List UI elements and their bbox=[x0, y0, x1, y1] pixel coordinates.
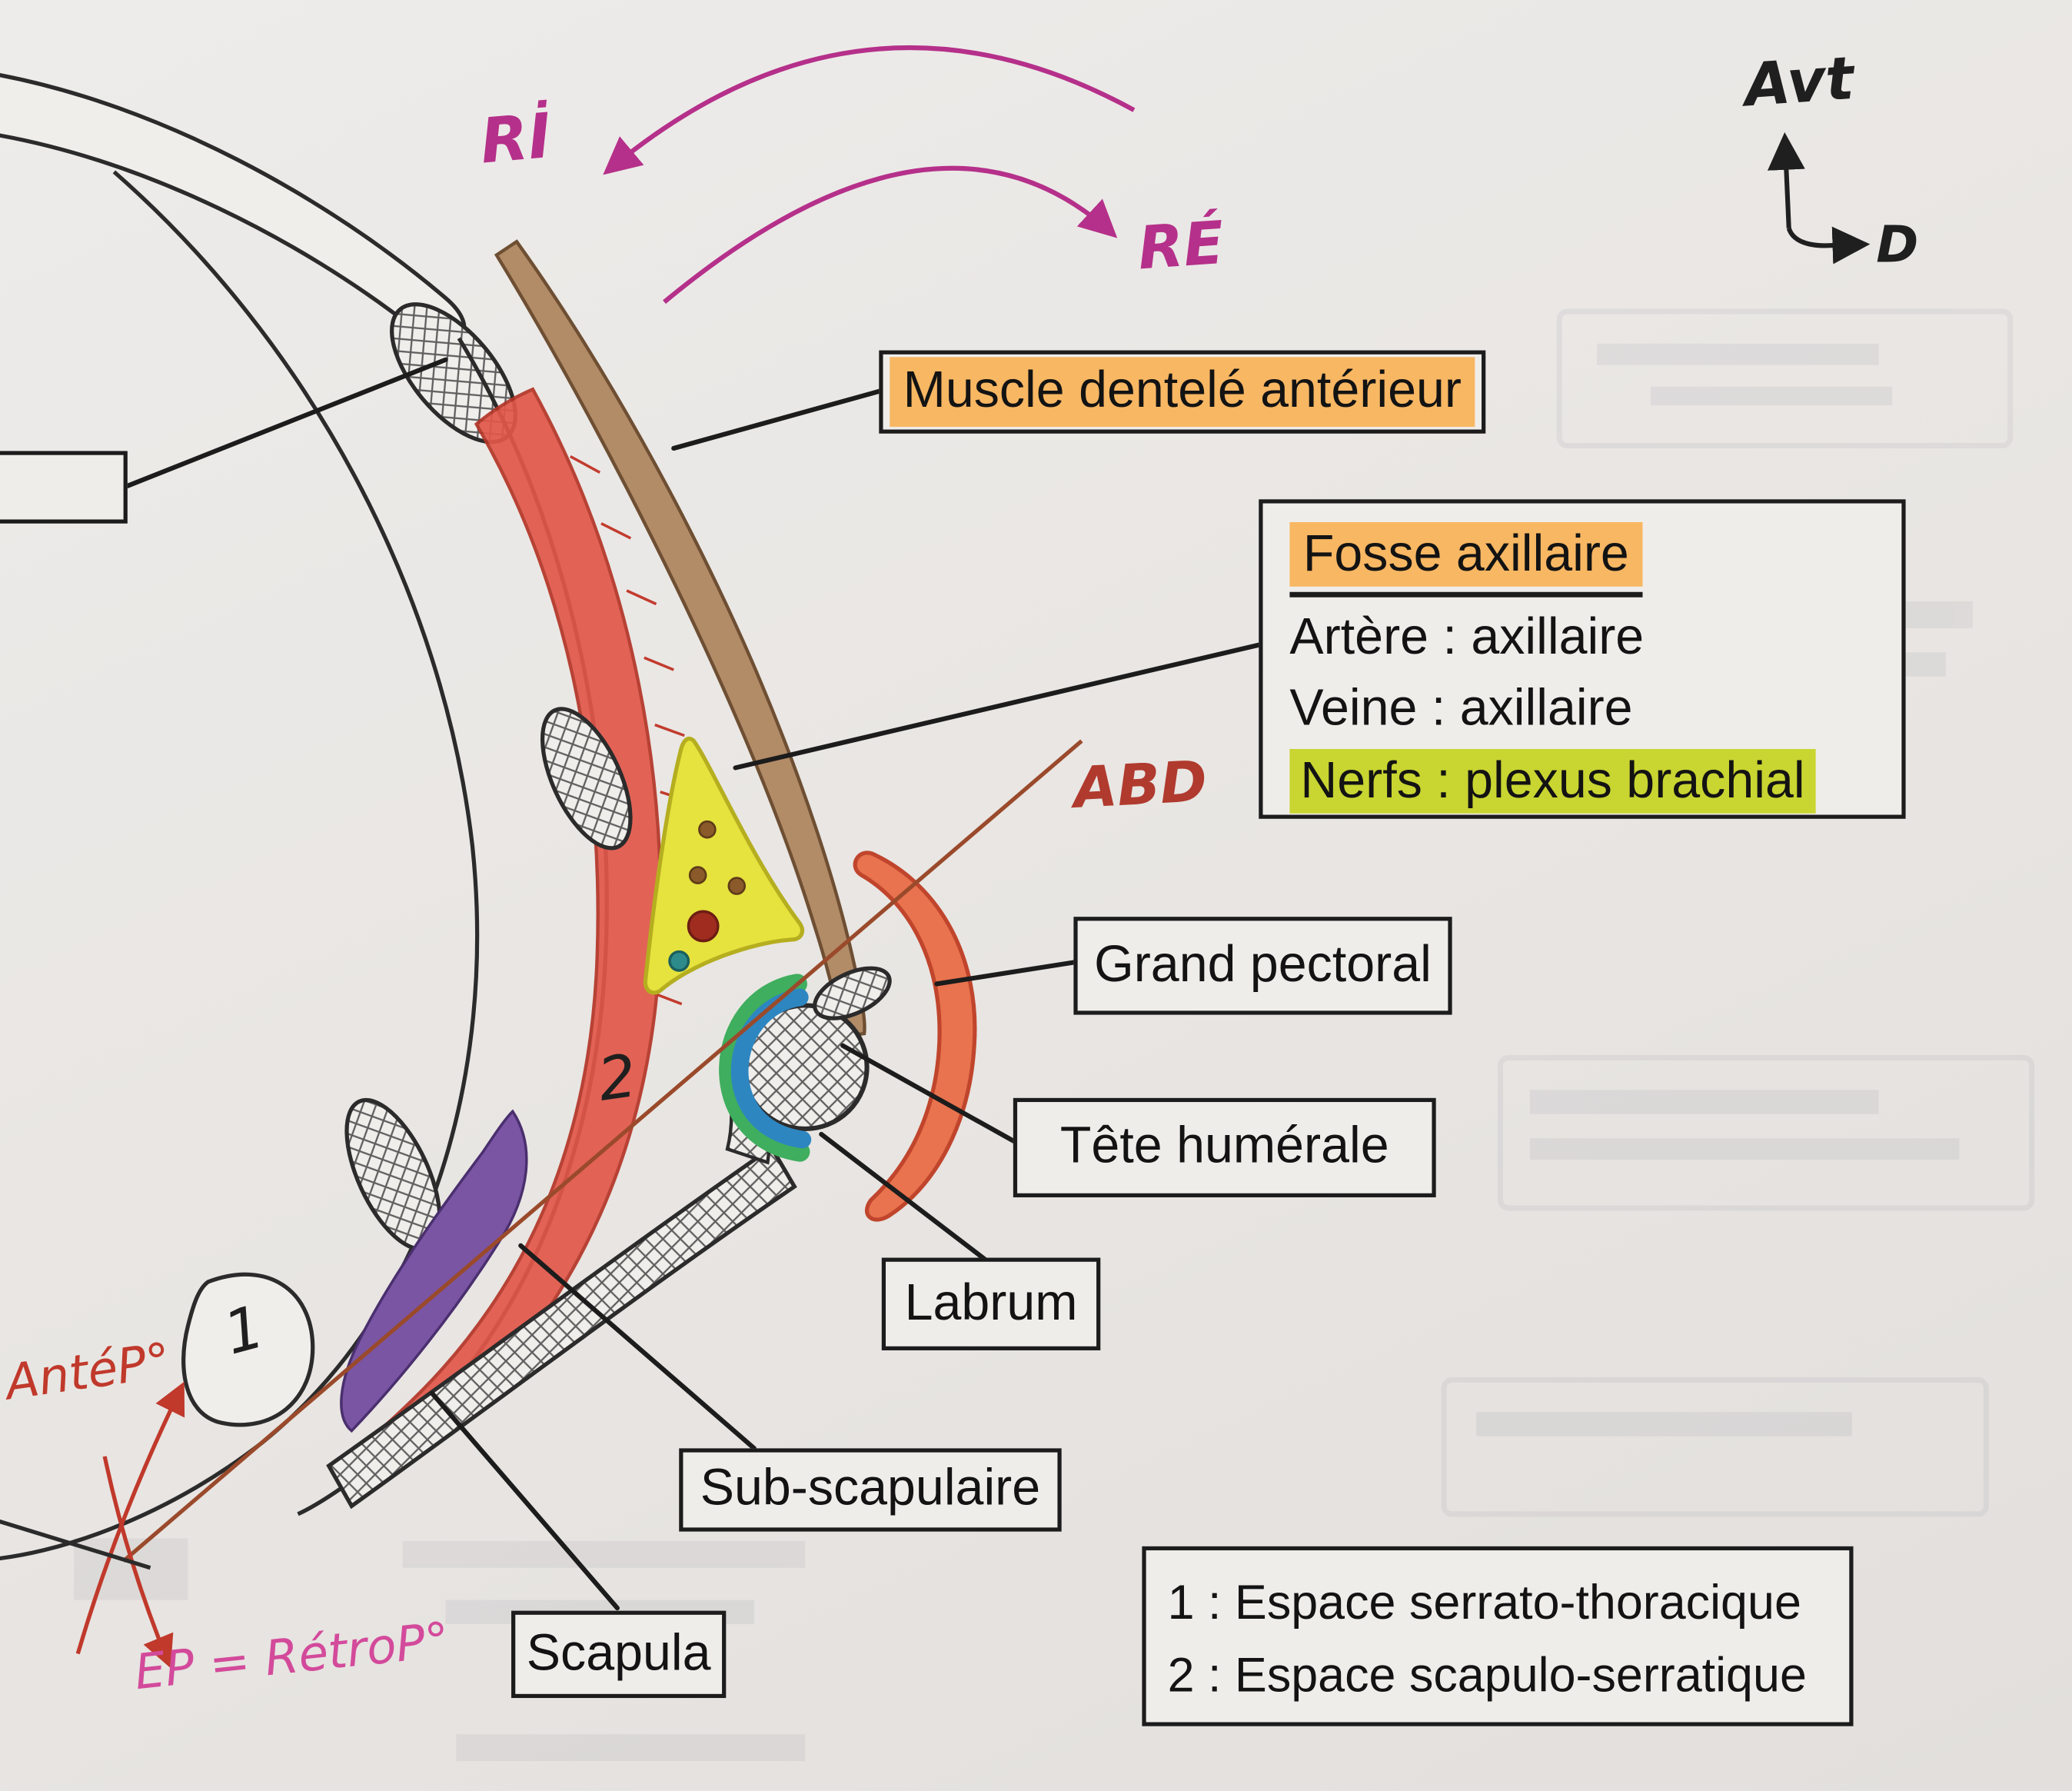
external-rotation-arrow bbox=[663, 165, 1118, 305]
axillary-vessels bbox=[668, 820, 747, 972]
rib-shape bbox=[0, 73, 467, 344]
leader-dentele bbox=[671, 388, 884, 451]
espace-scapulo-serratique: 2 : Espace scapulo-serratique bbox=[1167, 1646, 1807, 1703]
espace-serrato-thoracique: 1 : Espace serrato-thoracique bbox=[1167, 1574, 1801, 1630]
label-box-scapula: Scapula bbox=[511, 1610, 727, 1699]
labrum-shape bbox=[719, 974, 810, 1162]
label-box-espaces: 1 : Espace serrato-thoracique 2 : Espace… bbox=[1142, 1546, 1854, 1726]
label-box-fosse-axillaire: Fosse axillaire Artère : axillaire Veine… bbox=[1259, 499, 1906, 819]
edge-line bbox=[0, 1519, 151, 1570]
scapula-body-shape bbox=[326, 1144, 797, 1510]
annotation-avant: Avt bbox=[1742, 44, 1857, 121]
pectoralis-major-shape bbox=[853, 851, 977, 1222]
thorax-outline bbox=[0, 170, 480, 1561]
right-axis-arrow bbox=[1786, 226, 1871, 265]
anterior-axis-arrow bbox=[1767, 131, 1805, 228]
internal-rotation-arrow bbox=[603, 45, 1136, 175]
labrum-label: Labrum bbox=[904, 1274, 1078, 1332]
humeral-tubercle-shape bbox=[813, 966, 892, 1020]
label-box-tete-humerale: Tête humérale bbox=[1013, 1097, 1436, 1197]
label-box-grand-pectoral: Grand pectoral bbox=[1073, 917, 1452, 1015]
subscapulaire-label: Sub-scapulaire bbox=[700, 1460, 1041, 1517]
leader-labrum bbox=[819, 1131, 989, 1263]
annotation-abduction: ABD bbox=[1072, 747, 1209, 821]
abduction-axis-line bbox=[121, 739, 1083, 1563]
leader-lines bbox=[125, 357, 1264, 1611]
fosse-title: Fosse axillaire bbox=[1289, 521, 1643, 587]
vein-dot bbox=[668, 950, 690, 972]
fosse-veine: Veine : axillaire bbox=[1289, 681, 1633, 737]
grand-pectoral-label: Grand pectoral bbox=[1094, 936, 1432, 994]
leader-subscapulaire bbox=[518, 1243, 757, 1451]
axillary-fossa-shape bbox=[643, 736, 804, 995]
scapula-label: Scapula bbox=[526, 1625, 711, 1682]
tete-humerale-label: Tête humérale bbox=[1059, 1118, 1389, 1175]
subscapularis-shape bbox=[340, 1109, 528, 1433]
unlabeled-box bbox=[0, 451, 128, 524]
leader-unlabeled bbox=[125, 357, 448, 488]
leader-grand-pectoral bbox=[934, 960, 1076, 987]
fosse-artere: Artère : axillaire bbox=[1289, 608, 1645, 666]
leader-scapula bbox=[429, 1390, 620, 1611]
cartilage-shape bbox=[730, 988, 812, 1149]
label-box-labrum: Labrum bbox=[881, 1257, 1101, 1350]
orientation-axis bbox=[1767, 131, 1871, 265]
annotation-rotation-interne: Rİ bbox=[477, 98, 554, 178]
rib-cross-section bbox=[540, 707, 633, 851]
leader-fosse bbox=[733, 641, 1264, 771]
annotation-rotation-externe: RÉ bbox=[1136, 209, 1226, 284]
annotation-droite: D bbox=[1876, 215, 1919, 275]
artery-dot bbox=[687, 910, 720, 943]
rib-section-space1 bbox=[181, 1272, 315, 1427]
label-box-subscapulaire: Sub-scapulaire bbox=[679, 1448, 1062, 1532]
fosse-nerfs: Nerfs : plexus brachial bbox=[1289, 748, 1816, 814]
dentele-label: Muscle dentelé antérieur bbox=[890, 357, 1475, 427]
label-box-dentele: Muscle dentelé antérieur bbox=[879, 350, 1486, 434]
antepulsion-arrow bbox=[75, 1381, 185, 1655]
leader-tete-humerale bbox=[840, 1043, 1019, 1145]
